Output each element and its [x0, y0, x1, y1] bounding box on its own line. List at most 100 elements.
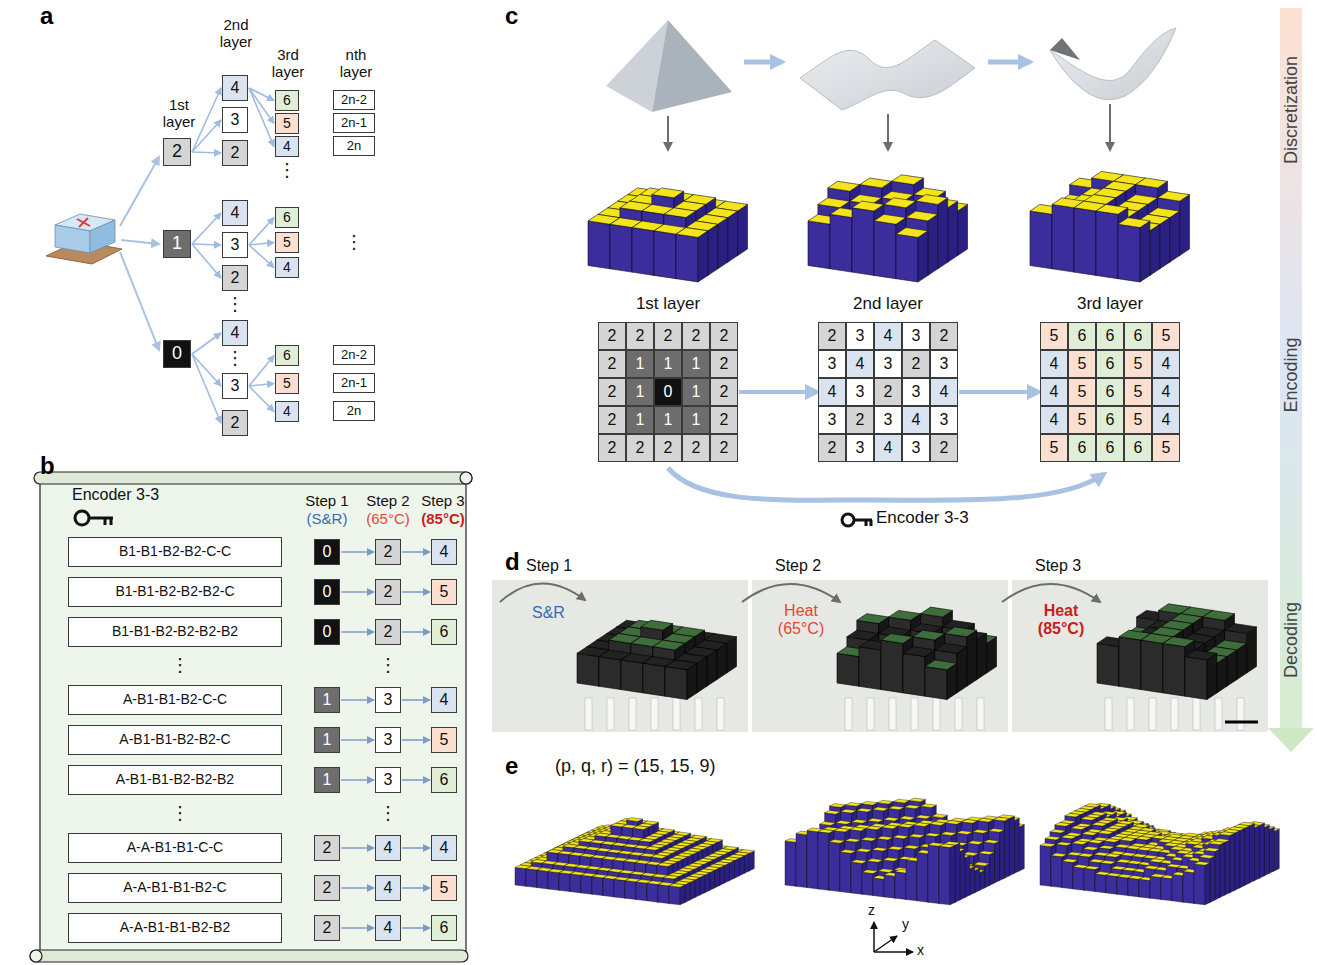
voxel-face [718, 218, 728, 269]
voxel-face [915, 815, 931, 819]
voxel-face [955, 843, 960, 903]
voxel-face [665, 660, 697, 670]
voxel-face [877, 800, 893, 804]
voxel-face [749, 851, 754, 871]
voxel-face [592, 877, 603, 896]
support-leg [1237, 698, 1244, 730]
voxel-face [837, 653, 859, 686]
scroll-curl [460, 472, 472, 484]
voxel-face [903, 647, 935, 657]
voxel-face [588, 221, 610, 269]
voxel-face [658, 885, 669, 904]
voxel-face [909, 834, 925, 838]
voxel-face [710, 870, 715, 890]
support-leg [1149, 698, 1156, 730]
voxel-face [818, 198, 850, 208]
voxel-face [633, 826, 649, 830]
voxel-face [962, 819, 978, 823]
voxel-face [836, 821, 852, 825]
voxel-face [978, 818, 994, 822]
voxel-face [570, 874, 581, 893]
voxel-face [995, 841, 1000, 883]
voxel-face [610, 224, 632, 272]
support-leg [955, 698, 962, 730]
process-band [1280, 8, 1302, 728]
voxel-face [957, 831, 973, 835]
voxel-face [625, 881, 636, 900]
voxel-face [830, 804, 846, 808]
voxel-face [968, 841, 984, 845]
voxel-face [647, 883, 658, 902]
voxel-face [930, 822, 946, 826]
voxel-face [621, 660, 643, 693]
voxel-face [1180, 195, 1190, 256]
voxel-face [1096, 211, 1118, 279]
voxel-face [866, 826, 882, 830]
voxel-face [1136, 178, 1168, 188]
voxel-face [614, 879, 625, 898]
voxel-face [664, 208, 696, 218]
voxel-face [834, 828, 850, 832]
voxel-face [1158, 191, 1190, 201]
voxel-face [663, 875, 679, 879]
voxel-face [873, 878, 884, 897]
voxel-face [1030, 211, 1052, 269]
voxel-model [1040, 803, 1279, 905]
voxel-face [641, 620, 673, 630]
specimen-arrow [120, 157, 159, 226]
voxel-face [856, 849, 872, 853]
support-leg [1171, 698, 1178, 730]
voxel-face [1207, 653, 1217, 699]
voxel-face [840, 850, 856, 854]
voxel-face [948, 201, 958, 262]
voxel-face [526, 869, 537, 888]
voxel-face [985, 863, 990, 888]
support-leg [585, 698, 592, 730]
voxel-face [882, 825, 898, 829]
voxel-face [1163, 643, 1185, 696]
voxel-face [892, 175, 924, 185]
voxel-face [884, 875, 895, 898]
specimen-arrow [121, 240, 159, 244]
voxel-face [820, 822, 836, 826]
voxel-face [888, 806, 904, 810]
voxel-face [515, 867, 526, 886]
voxel-face [984, 840, 1000, 844]
voxel-model [837, 607, 997, 699]
specimen-mark [77, 218, 90, 227]
voxel-face [1074, 208, 1096, 276]
voxel-face [639, 838, 655, 842]
voxel-model [515, 818, 754, 905]
voxel-face [845, 838, 861, 842]
voxel-face [676, 234, 698, 282]
voxel-face [903, 653, 925, 696]
voxel-face [1141, 640, 1163, 693]
support-leg [1193, 698, 1200, 730]
voxel-face [877, 836, 893, 840]
voxel-face [859, 647, 881, 690]
support-leg [673, 698, 680, 730]
voxel-face [1163, 637, 1195, 647]
voxel-face [994, 817, 1010, 821]
voxel-face [860, 178, 892, 188]
voxel-face [945, 627, 977, 637]
voxel-face [920, 804, 936, 808]
support-leg [695, 698, 702, 730]
voxel-face [1170, 211, 1180, 262]
voxel-face [1185, 657, 1207, 700]
saddle-surface [1050, 28, 1176, 100]
voxel-face [725, 863, 730, 883]
voxel-face [680, 885, 685, 905]
voxel-face [632, 228, 654, 276]
voxel-face [700, 875, 705, 895]
voxel-face [867, 859, 883, 863]
voxel-face [599, 657, 621, 690]
voxel-face [881, 640, 903, 693]
voxel-face [1014, 818, 1019, 873]
voxel-face [925, 667, 947, 700]
voxel-face [850, 827, 866, 831]
voxel-model [1097, 604, 1257, 700]
support-leg [845, 698, 852, 730]
voxel-model [785, 798, 1024, 905]
voxel-face [851, 862, 862, 894]
